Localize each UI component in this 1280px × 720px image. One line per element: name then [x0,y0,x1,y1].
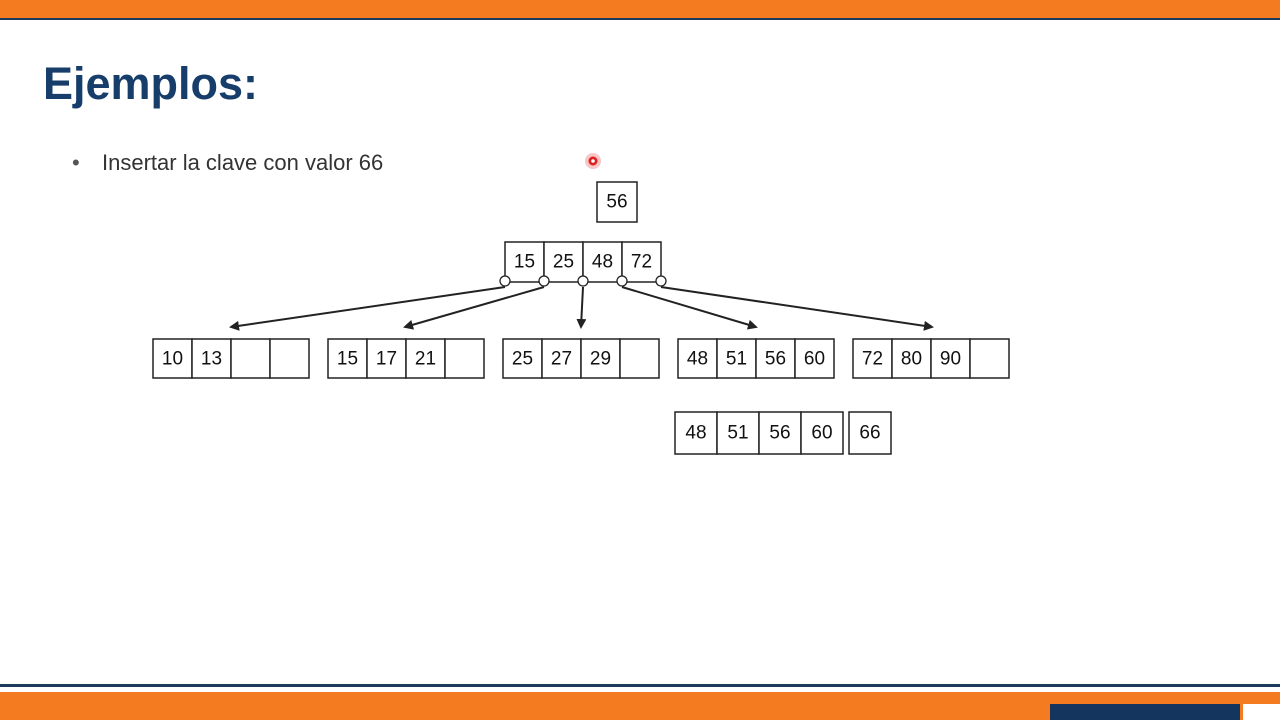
edge-to-leaf-2 [403,286,545,330]
overflow-key: 48 [685,423,706,444]
root-pointer [499,275,511,287]
root-key: 72 [631,252,652,273]
overflow-cell [674,411,718,455]
leaf-key: 56 [765,349,786,370]
leaf-node-5: 72 80 90 [852,338,1010,379]
promoted-node: 56 [596,181,638,223]
leaf-node-1: 10 13 [152,338,310,379]
footer-page-block [1243,704,1280,720]
overflow-cell [800,411,844,455]
leaf-cell [366,338,407,379]
leaf-cell [269,338,310,379]
root-cell [504,241,545,283]
leaf-key: 80 [901,349,922,370]
bullet-text: Insertar la clave con valor 66 [102,150,384,175]
root-cell [543,241,584,283]
leaf-node-4: 48 51 56 60 [677,338,835,379]
overflow-cell [758,411,802,455]
overflow-key: 56 [769,423,790,444]
bottom-divider-line [0,684,1280,687]
leaf-key: 13 [201,349,222,370]
leaf-key: 48 [687,349,708,370]
edge-to-leaf-1 [229,286,506,331]
leaf-key: 15 [337,349,358,370]
leaf-key: 21 [415,349,436,370]
root-key: 48 [592,252,613,273]
overflow-key: 60 [811,423,832,444]
leaf-cell [230,338,271,379]
tree-edges [229,286,934,331]
leaf-cell [930,338,971,379]
inserted-node: 66 [848,411,892,455]
root-cell [621,241,662,283]
overflow-key: 51 [727,423,748,444]
top-orange-bar [0,0,1280,18]
leaf-cell [794,338,835,379]
overflow-node: 48 51 56 60 [674,411,844,455]
inserted-key-cell [848,411,892,455]
bullet-dot-icon: • [72,150,80,175]
root-pointer [538,275,550,287]
leaf-key: 10 [162,349,183,370]
inserted-key: 66 [859,423,880,444]
promoted-key: 56 [606,192,627,213]
footer-navy-block [1050,704,1240,720]
root-key: 15 [514,252,535,273]
leaf-cell [969,338,1010,379]
leaf-key: 27 [551,349,572,370]
root-pointer [655,275,667,287]
leaf-key: 72 [862,349,883,370]
top-divider-line [0,18,1280,20]
leaf-cell [619,338,660,379]
leaf-node-3: 25 27 29 [502,338,660,379]
leaf-key: 17 [376,349,397,370]
root-pointer [577,275,589,287]
leaf-key: 29 [590,349,611,370]
edge-to-leaf-5 [660,286,934,331]
leaf-cell [502,338,543,379]
leaf-cell [541,338,582,379]
leaf-cell [444,338,485,379]
pointer-cursor-icon [585,153,601,169]
promoted-key-cell [596,181,638,223]
slide-title: Ejemplos: [43,58,259,109]
leaf-key: 51 [726,349,747,370]
root-pointer [616,275,628,287]
root-key: 25 [553,252,574,273]
edge-to-leaf-3 [576,286,587,329]
leaf-cell [405,338,446,379]
leaf-key: 60 [804,349,825,370]
edge-to-leaf-4 [621,286,758,330]
root-node: 15 25 48 72 [499,241,667,287]
bullet-item: • Insertar la clave con valor 66 [72,150,383,176]
leaf-cell [852,338,893,379]
leaf-key: 25 [512,349,533,370]
leaf-key: 90 [940,349,961,370]
leaf-node-2: 15 17 21 [327,338,485,379]
